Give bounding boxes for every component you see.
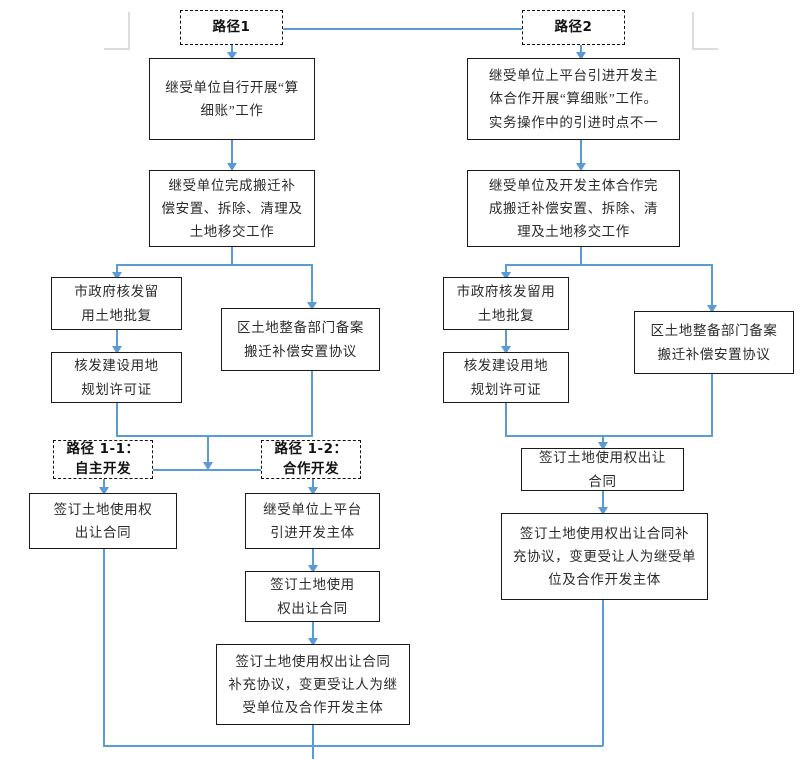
- path-label-2-text: 路径2: [554, 18, 593, 35]
- path-label-1-text: 路径1: [212, 18, 251, 35]
- connector-node6-to-bottom: [103, 549, 105, 746]
- connector-path1-to-path2: [283, 28, 523, 30]
- node-municipal-approval-right[interactable]: 市政府核发留用 土地批复: [443, 277, 569, 330]
- node-supplement-agreement-right[interactable]: 签订土地使用权出让合同补 充协议，变更受让人为继受单 位及合作开发主体: [501, 513, 708, 600]
- connector-node14-down: [711, 374, 713, 436]
- node-land-use-contract-left-text: 签订土地使用权 出让合同: [53, 501, 153, 540]
- node-supplement-agreement-mid-text: 签订土地使用权出让合同 补充协议，变更受让人为继 受单位及合作开发主体: [228, 653, 398, 716]
- node-supplement-agreement-mid[interactable]: 签订土地使用权出让合同 补充协议，变更受让人为继 受单位及合作开发主体: [216, 644, 410, 725]
- node-land-use-contract-right-text: 签订土地使用权出让 合同: [539, 450, 666, 489]
- node-platform-introduce-developer[interactable]: 继受单位上平台 引进开发主体: [245, 493, 380, 549]
- node-land-use-contract-left[interactable]: 签订土地使用权 出让合同: [29, 493, 177, 549]
- arrow-path11-to-node6: [99, 487, 109, 495]
- path-label-2[interactable]: 路径2: [522, 10, 625, 45]
- connector-merge-bar-left-branch: [116, 435, 313, 437]
- arrow-path12-to-node7: [308, 487, 318, 495]
- node-suan-xi-zhang-platform-text: 继受单位上平台引进开发主 体合作开展“算细账”工作。 实务操作中的引进时点不一: [488, 68, 659, 130]
- connector-node8-to-node9: [312, 622, 314, 644]
- arrow-node1-to-node2: [227, 163, 237, 171]
- node-platform-introduce-developer-text: 继受单位上平台 引进开发主体: [263, 501, 362, 540]
- connector-node11-fork-left: [505, 264, 507, 276]
- connector-node15-to-node16: [602, 491, 604, 513]
- node-municipal-approval-left[interactable]: 市政府核发留 用土地批复: [51, 277, 182, 330]
- path-label-1-2-text: 路径 1-2： 合作开发: [274, 440, 348, 477]
- connector-node2-fork-right: [311, 264, 313, 306]
- connector-node4-down: [116, 403, 118, 436]
- arrow-node7-to-node8: [308, 565, 318, 573]
- node-district-filing-right[interactable]: 区土地整备部门备案 搬迁补偿安置协议: [634, 311, 794, 374]
- arrow-path2-to-node10: [576, 52, 586, 60]
- node-planning-permit-right[interactable]: 核发建设用地 规划许可证: [443, 352, 569, 403]
- arrow-node15-to-node16: [598, 507, 608, 515]
- connector-node11-stem: [580, 247, 582, 265]
- connector-node11-fork-bar-right: [580, 264, 713, 266]
- node-district-filing-left[interactable]: 区土地整备部门备案 搬迁补偿安置协议: [221, 308, 380, 371]
- connector-right-merge-bar: [505, 435, 713, 437]
- connector-bottom-rail: [103, 745, 603, 747]
- connector-node9-to-bottom: [312, 725, 314, 759]
- node-relocation-compensation-coop-text: 继受单位及开发主体合作完 成搬迁补偿安置、拆除、清 理及土地移交工作: [488, 177, 659, 240]
- connector-node5-down: [311, 371, 313, 436]
- node-district-filing-left-text: 区土地整备部门备案 搬迁补偿安置协议: [237, 320, 364, 359]
- connector-path11-down: [103, 479, 105, 493]
- connector-node3-to-node4: [116, 330, 118, 352]
- node-land-use-contract-mid[interactable]: 签订土地使用 权出让合同: [245, 571, 380, 622]
- node-municipal-approval-right-text: 市政府核发留用 土地批复: [456, 284, 556, 323]
- node-supplement-agreement-right-text: 签订土地使用权出让合同补 充协议，变更受让人为继受单 位及合作开发主体: [512, 525, 697, 588]
- connector-path12-down: [312, 479, 314, 493]
- arrow-node3-to-node4: [112, 346, 122, 354]
- arrow-node10-to-node11: [576, 163, 586, 171]
- node-suan-xi-zhang-self[interactable]: 继受单位自行开展“算 细账”工作: [149, 58, 315, 140]
- arrow-node11-to-node14: [707, 305, 717, 313]
- connector-merge-down-to-split: [207, 435, 209, 470]
- connector-node11-fork-bar-left: [505, 264, 582, 266]
- path-label-1-2[interactable]: 路径 1-2： 合作开发: [261, 440, 361, 479]
- node-relocation-compensation-self[interactable]: 继受单位完成搬迁补 偿安置、拆除、清理及 土地移交工作: [149, 170, 315, 247]
- connector-node7-to-node8: [312, 549, 314, 571]
- node-land-use-contract-right[interactable]: 签订土地使用权出让 合同: [521, 448, 684, 491]
- path-label-1-1[interactable]: 路径 1-1： 自主开发: [53, 440, 153, 479]
- connector-node1-to-node2: [231, 140, 233, 170]
- connector-node13-down: [505, 403, 507, 436]
- connector-split-bar: [149, 469, 262, 471]
- connector-node2-stem: [231, 247, 233, 265]
- arrow-node12-to-node13: [501, 346, 511, 354]
- path-label-1[interactable]: 路径1: [180, 10, 283, 45]
- connector-node12-to-node13: [505, 330, 507, 352]
- connector-node11-fork-right: [711, 264, 713, 308]
- connector-node10-to-node11: [580, 140, 582, 170]
- arrow-merge-to-node15: [598, 442, 608, 450]
- node-planning-permit-left-text: 核发建设用地 规划许可证: [74, 358, 159, 397]
- connector-right-merge-down: [602, 435, 604, 448]
- node-planning-permit-right-text: 核发建设用地 规划许可证: [463, 358, 549, 397]
- arrow-merge-to-split: [203, 462, 213, 470]
- connector-node16-to-bottom: [602, 600, 604, 746]
- node-planning-permit-left[interactable]: 核发建设用地 规划许可证: [51, 352, 182, 403]
- node-municipal-approval-left-text: 市政府核发留 用土地批复: [74, 284, 159, 323]
- node-suan-xi-zhang-self-text: 继受单位自行开展“算 细账”工作: [165, 79, 299, 118]
- connector-node2-fork-bar-right: [231, 264, 313, 266]
- arrow-path1-to-node1: [227, 52, 237, 60]
- connector-node2-fork-left: [116, 264, 118, 276]
- connector-path2-down: [580, 45, 582, 58]
- path-label-1-1-text: 路径 1-1： 自主开发: [66, 440, 140, 477]
- node-relocation-compensation-self-text: 继受单位完成搬迁补 偿安置、拆除、清理及 土地移交工作: [161, 177, 303, 240]
- arrow-node2-to-node5: [307, 302, 317, 310]
- node-district-filing-right-text: 区土地整备部门备案 搬迁补偿安置协议: [650, 323, 778, 362]
- connector-node2-fork-bar: [116, 264, 238, 266]
- node-relocation-compensation-coop[interactable]: 继受单位及开发主体合作完 成搬迁补偿安置、拆除、清 理及土地移交工作: [467, 170, 680, 247]
- connector-path1-down: [231, 45, 233, 58]
- arrow-node2-to-node3: [112, 272, 122, 280]
- node-suan-xi-zhang-platform[interactable]: 继受单位上平台引进开发主 体合作开展“算细账”工作。 实务操作中的引进时点不一: [467, 58, 680, 140]
- node-land-use-contract-mid-text: 签订土地使用 权出让合同: [270, 577, 355, 616]
- arrow-node11-to-node12: [501, 272, 511, 280]
- arrow-node8-to-node9: [308, 638, 318, 646]
